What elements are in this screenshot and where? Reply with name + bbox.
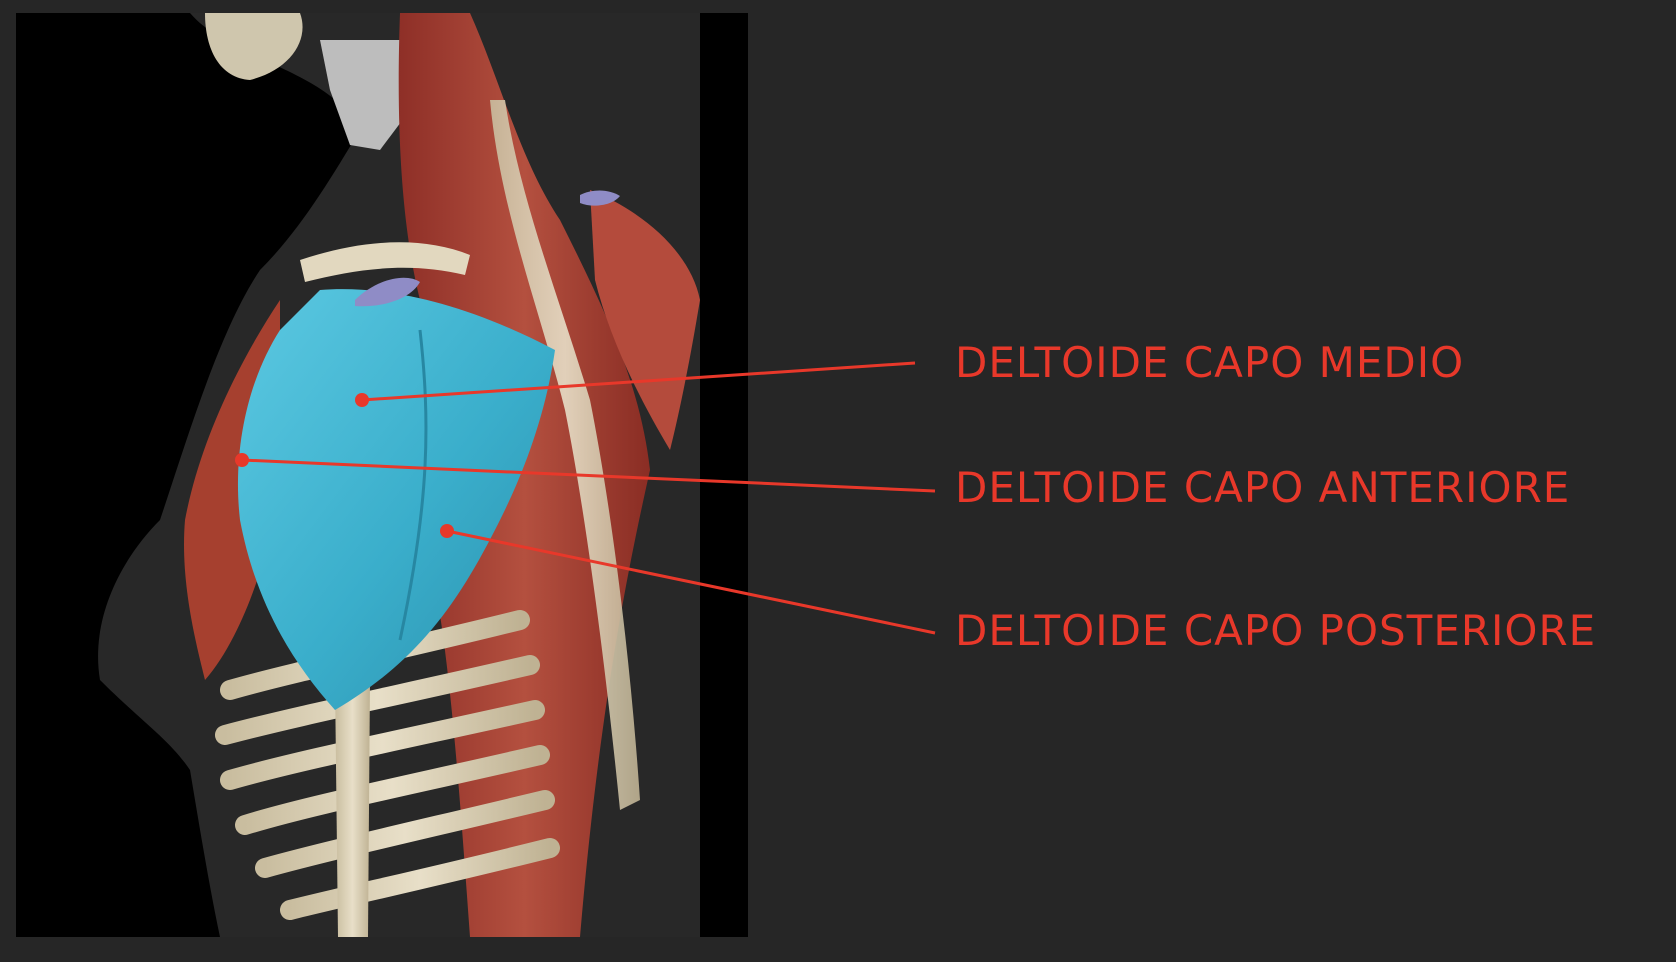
- label-deltoide-capo-posteriore: DELTOIDE CAPO POSTERIORE: [955, 606, 1597, 655]
- leader-line-anteriore: [241, 458, 936, 493]
- leader-line-posteriore: [446, 529, 936, 635]
- label-deltoide-capo-anteriore: DELTOIDE CAPO ANTERIORE: [955, 463, 1571, 512]
- leader-dot-anteriore: [235, 453, 249, 467]
- deltoid-division-line: [398, 329, 428, 641]
- leader-lines: [241, 361, 936, 635]
- cervical-vertebrae: [320, 40, 410, 150]
- acromion-posterior: [580, 190, 620, 206]
- spine: [490, 100, 640, 810]
- leader-line-medio: [361, 361, 916, 402]
- acromion: [355, 277, 420, 307]
- trapezius-muscle: [398, 13, 650, 937]
- humerus: [335, 680, 370, 937]
- skull: [205, 13, 303, 80]
- leader-dot-posteriore: [440, 524, 454, 538]
- clavicle: [300, 242, 470, 282]
- leader-dot-medio: [355, 393, 369, 407]
- leader-dots: [235, 393, 454, 538]
- deltoid-muscle: [237, 289, 555, 710]
- scapula: [590, 190, 700, 450]
- label-deltoide-capo-medio: DELTOIDE CAPO MEDIO: [955, 338, 1465, 387]
